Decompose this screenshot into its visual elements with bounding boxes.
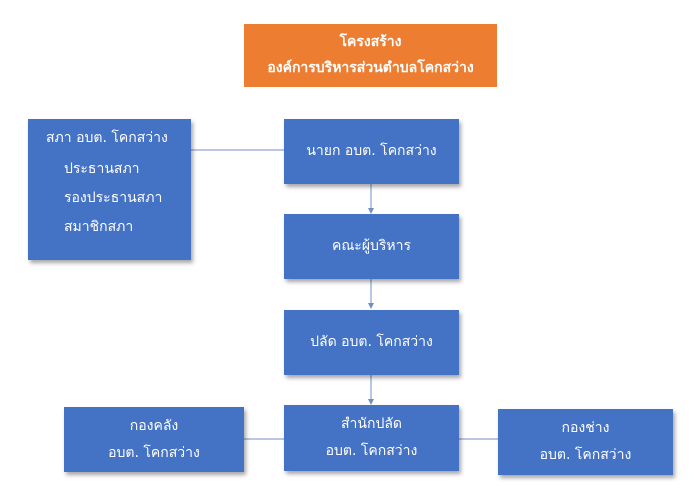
finance-line2: อบต. โคกสว่าง xyxy=(108,444,200,461)
engineering-box: กองช่าง อบต. โคกสว่าง xyxy=(498,409,673,475)
chart-title-line2: องค์การบริหารส่วนตำบลโคกสว่าง xyxy=(267,59,474,76)
council-member-list: ประธานสภา รองประธานสภา สมาชิกสภา xyxy=(46,155,191,242)
mayor-box: นายก อบต. โคกสว่าง xyxy=(284,119,459,184)
engineering-line2: อบต. โคกสว่าง xyxy=(539,447,632,463)
council-box: สภา อบต. โคกสว่าง ประธานสภา รองประธานสภา… xyxy=(28,119,191,260)
chart-title-line1: โครงสร้าง xyxy=(339,34,402,51)
office-box: สำนักปลัด อบต. โคกสว่าง xyxy=(284,405,459,471)
office-line1: สำนักปลัด xyxy=(340,416,402,433)
office-line2: อบต. โคกสว่าง xyxy=(325,443,418,459)
executive-label: คณะผู้บริหาร xyxy=(331,238,412,255)
executive-box: คณะผู้บริหาร xyxy=(284,214,459,279)
palad-box: ปลัด อบต. โคกสว่าง xyxy=(284,310,459,375)
mayor-label: นายก อบต. โคกสว่าง xyxy=(306,143,437,160)
finance-box: กองคลัง อบต. โคกสว่าง xyxy=(64,407,244,472)
chart-title-box: โครงสร้าง องค์การบริหารส่วนตำบลโคกสว่าง xyxy=(244,24,497,87)
finance-line1: กองคลัง xyxy=(129,417,179,434)
engineering-line1: กองช่าง xyxy=(561,420,610,437)
palad-label: ปลัด อบต. โคกสว่าง xyxy=(310,334,433,351)
council-member-members: สมาชิกสภา xyxy=(64,219,134,235)
council-title: สภา อบต. โคกสว่าง xyxy=(46,130,168,146)
council-member-vice-chair: รองประธานสภา xyxy=(64,190,163,206)
council-member-chair: ประธานสภา xyxy=(64,161,140,177)
